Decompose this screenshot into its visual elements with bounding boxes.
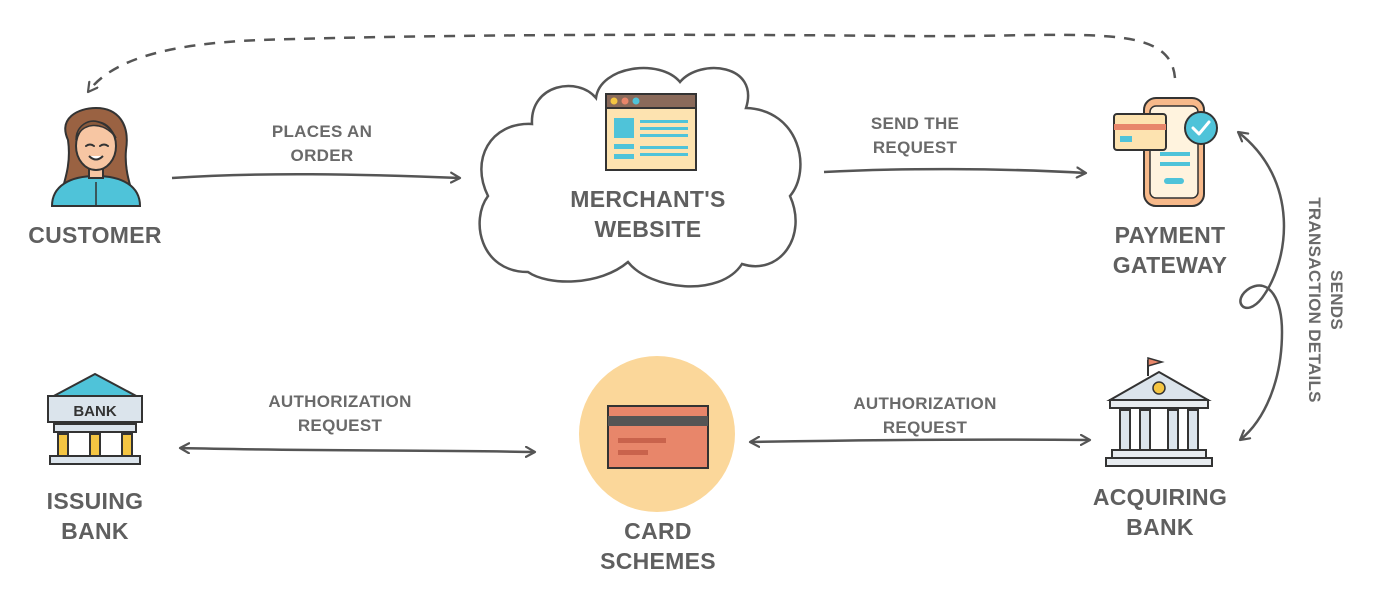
arrow-merchant-to-gateway: [823, 169, 1086, 173]
places-order-line2: ORDER: [290, 146, 354, 165]
auth-right-line1: AUTHORIZATION: [853, 394, 997, 413]
card-label-line2: SCHEMES: [600, 548, 716, 574]
customer-icon: [50, 106, 142, 207]
arrow-card-acquiring: [750, 440, 1090, 442]
sends-details-line1: SENDS: [1327, 269, 1346, 331]
acquiring-label: ACQUIRING BANK: [1070, 482, 1250, 542]
auth-left-line1: AUTHORIZATION: [268, 392, 412, 411]
merchant-label-line1: MERCHANT'S: [570, 186, 726, 212]
gateway-label: PAYMENT GATEWAY: [1090, 220, 1250, 280]
issuing-label-line2: BANK: [61, 518, 129, 544]
website-window-icon: [605, 93, 697, 171]
payment-gateway-icon: [1113, 97, 1218, 207]
bank-sign-text: BANK: [73, 403, 116, 420]
places-order-label: PLACES AN ORDER: [232, 120, 412, 168]
acquiring-label-line1: ACQUIRING: [1092, 484, 1228, 510]
arrow-gateway-acquiring: [1238, 132, 1286, 440]
customer-label: CUSTOMER: [10, 220, 180, 250]
send-request-line2: REQUEST: [872, 138, 958, 157]
acquiring-bank-icon: [1105, 357, 1213, 467]
issuing-label: ISSUING BANK: [15, 486, 175, 546]
gateway-label-line1: PAYMENT: [1114, 222, 1226, 248]
send-request-line1: SEND THE: [870, 114, 960, 133]
auth-right-label: AUTHORIZATION REQUEST: [825, 392, 1025, 440]
gateway-label-line2: GATEWAY: [1112, 252, 1228, 278]
issuing-label-line1: ISSUING: [46, 488, 144, 514]
send-request-label: SEND THE REQUEST: [825, 112, 1005, 160]
customer-label-line: CUSTOMER: [28, 222, 162, 248]
auth-left-line2: REQUEST: [297, 416, 383, 435]
sends-details-line2: TRANSACTION DETAILS: [1305, 197, 1324, 403]
places-order-line1: PLACES AN: [271, 122, 373, 141]
arrow-customer-to-merchant: [171, 174, 460, 178]
card-label: CARD SCHEMES: [578, 516, 738, 576]
arrow-issuing-card: [180, 448, 535, 452]
auth-left-label: AUTHORIZATION REQUEST: [240, 390, 440, 438]
acquiring-label-line2: BANK: [1126, 514, 1194, 540]
issuing-bank-icon: [47, 372, 143, 465]
auth-right-line2: REQUEST: [882, 418, 968, 437]
card-schemes-icon: [579, 356, 735, 512]
merchant-label-line2: WEBSITE: [594, 216, 702, 242]
card-label-line1: CARD: [624, 518, 692, 544]
merchant-cloud: [478, 66, 802, 288]
sends-details-label: SENDS TRANSACTION DETAILS: [1303, 170, 1347, 430]
merchant-label: MERCHANT'S WEBSITE: [548, 184, 748, 244]
